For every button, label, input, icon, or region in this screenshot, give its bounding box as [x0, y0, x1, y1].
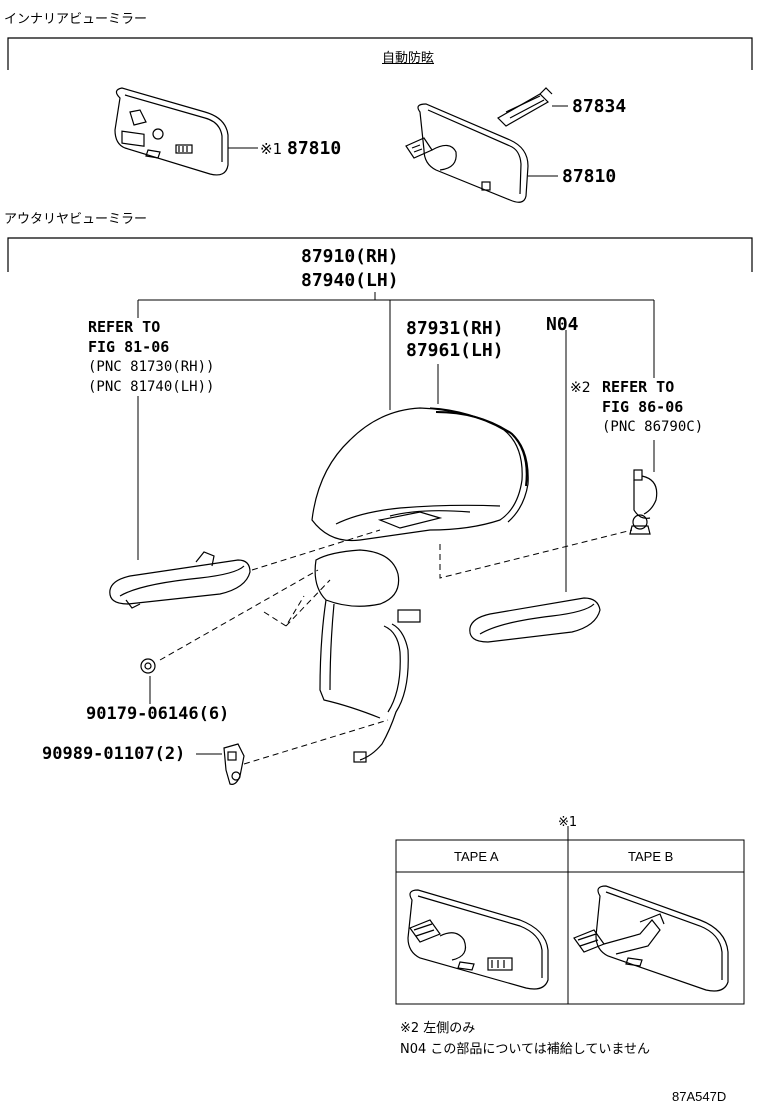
inset-box	[395, 826, 745, 1005]
refer-right-line3: (PNC 86790C)	[602, 419, 704, 435]
inset-mark: ※1	[558, 815, 578, 830]
part-number-87810-left[interactable]: 87810	[287, 138, 342, 159]
interior-section-title: インナリアビューミラー	[4, 12, 148, 27]
screw-drawing	[140, 658, 156, 674]
refer-left-line2[interactable]: FIG 81-06	[88, 338, 170, 356]
part-number-87810-right[interactable]: 87810	[562, 166, 617, 187]
inset-mirror-b-drawing	[573, 885, 729, 992]
refer-left-line1[interactable]: REFER TO	[88, 318, 161, 336]
inset-tape-a: TAPE A	[454, 849, 499, 864]
interior-mirror-left-drawing	[114, 87, 258, 176]
part-number-87940-lh[interactable]: 87940(LH)	[301, 270, 399, 291]
part-number-screw[interactable]: 90179-06146(6)	[86, 704, 230, 724]
refer-right-line1[interactable]: REFER TO	[602, 378, 675, 396]
part-number-87931-rh[interactable]: 87931(RH)	[406, 318, 504, 339]
bulb-socket-drawing	[629, 469, 658, 535]
exterior-mirror-drawing	[311, 407, 529, 763]
part-number-clip[interactable]: 90989-01107(2)	[42, 744, 186, 764]
exterior-section-title: アウタリヤビューミラー	[4, 212, 148, 227]
refer-left-line4: (PNC 81740(LH))	[88, 379, 215, 395]
part-number-87961-lh[interactable]: 87961(LH)	[406, 340, 504, 361]
refer-left-line3: (PNC 81730(RH))	[88, 359, 215, 375]
right-signal-lamp-drawing	[469, 597, 601, 643]
interior-left-mark: ※1	[260, 140, 283, 158]
refer-right-mark: ※2	[570, 380, 591, 396]
clip-drawing	[223, 743, 245, 785]
interior-mirror-right-drawing	[405, 87, 568, 203]
inset-tape-b: TAPE B	[628, 849, 674, 864]
figure-code: 87A547D	[672, 1089, 727, 1104]
interior-section-bracket	[7, 37, 753, 70]
part-number-n04[interactable]: N04	[546, 314, 579, 335]
refer-right-line2[interactable]: FIG 86-06	[602, 398, 684, 416]
dashed-leader-lines	[159, 529, 633, 765]
exterior-callout-lines	[137, 292, 655, 755]
interior-subtitle: 自動防眩	[382, 51, 435, 66]
part-number-87910-rh[interactable]: 87910(RH)	[301, 246, 399, 267]
inset-mirror-a-drawing	[407, 889, 549, 990]
note-2: N04 この部品については補給していません	[400, 1042, 650, 1057]
left-signal-lamp-drawing	[109, 551, 251, 609]
note-1: ※2 左側のみ	[400, 1021, 476, 1036]
exterior-section-bracket	[7, 237, 753, 272]
part-number-87834[interactable]: 87834	[572, 96, 627, 117]
